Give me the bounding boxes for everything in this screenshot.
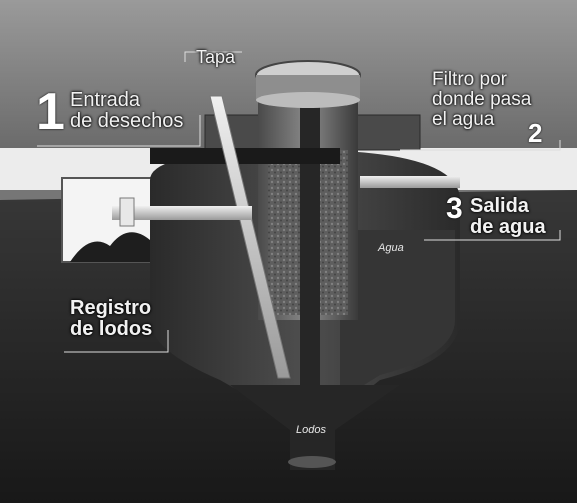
entrada-number: 1 bbox=[36, 83, 65, 141]
filtro-line1: Filtro por bbox=[432, 69, 507, 90]
salida-line1: Salida bbox=[470, 195, 529, 217]
filtro-number: 2 bbox=[528, 118, 543, 148]
sludge-zone bbox=[230, 385, 400, 470]
registro-pipe bbox=[112, 206, 252, 220]
filtro-label: Filtro por donde pasa el agua bbox=[432, 70, 531, 130]
registro-line1: Registro bbox=[70, 297, 152, 319]
entrada-label: Entrada de desechos bbox=[70, 90, 183, 132]
salida-label: Salida de agua bbox=[470, 196, 546, 238]
registro-label: Registro de lodos bbox=[70, 298, 152, 340]
registro-line2: de lodos bbox=[70, 318, 153, 340]
salida-number: 3 bbox=[446, 192, 463, 225]
inlet-pipe bbox=[150, 148, 340, 164]
diagonal-vent-pipe bbox=[209, 95, 291, 379]
salida-line2: de agua bbox=[470, 216, 546, 238]
outlet-pipe bbox=[360, 176, 460, 188]
filtro-line2: donde pasa bbox=[432, 88, 532, 110]
water-zone bbox=[340, 230, 455, 400]
entrada-line2: de desechos bbox=[70, 110, 184, 132]
tapa-label: Tapa bbox=[196, 47, 236, 67]
lodos-label: Lodos bbox=[296, 424, 326, 436]
entrada-line1: Entrada bbox=[70, 89, 141, 111]
agua-label: Agua bbox=[378, 242, 404, 254]
filtro-line3: el agua bbox=[432, 108, 495, 130]
